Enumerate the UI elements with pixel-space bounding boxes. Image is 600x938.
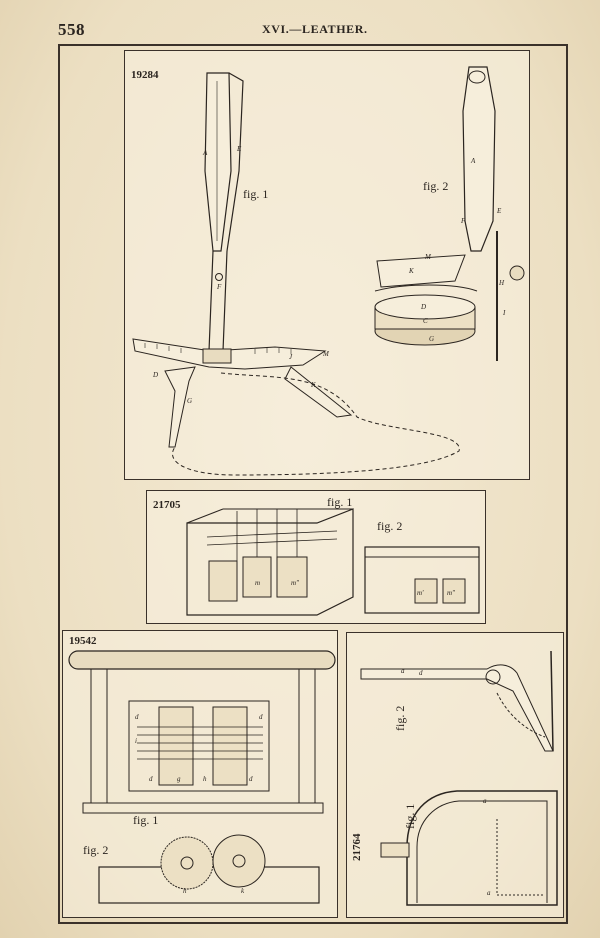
svg-text:i: i xyxy=(135,737,137,745)
svg-text:d: d xyxy=(249,775,253,783)
svg-text:D: D xyxy=(152,371,158,379)
svg-text:g: g xyxy=(177,775,181,783)
svg-text:a: a xyxy=(483,797,487,805)
illustration-machine-frame: m m" m' m" xyxy=(186,508,480,616)
svg-text:k: k xyxy=(241,887,245,895)
panel-19542: 19542 fig. 1 fig. 2 d d i d g h d h k xyxy=(62,630,338,918)
svg-text:A: A xyxy=(202,149,208,157)
svg-text:F: F xyxy=(216,283,222,291)
svg-text:I: I xyxy=(502,309,506,317)
panel-21705: 21705 fig. 1 fig. 2 m m" m' m" xyxy=(146,490,486,624)
svg-text:a: a xyxy=(401,667,405,675)
figure-label-21705-2: fig. 2 xyxy=(377,519,403,533)
svg-text:E: E xyxy=(496,207,502,215)
illustration-roller-press: d d i d g h d h k xyxy=(68,650,336,904)
svg-text:C: C xyxy=(423,317,428,325)
panel-19284: 19284 fig. 1 fig. 2 A E F D G K xyxy=(124,50,530,480)
illustration-stretching-frame: a d a a xyxy=(360,650,558,906)
svg-text:D: D xyxy=(420,303,426,311)
svg-text:m": m" xyxy=(291,579,299,587)
svg-text:G: G xyxy=(187,397,192,405)
svg-text:d: d xyxy=(419,669,423,677)
page-number: 558 xyxy=(58,20,85,39)
svg-text:E: E xyxy=(236,145,242,153)
svg-text:a: a xyxy=(487,889,491,897)
figure-label-19284-1: fig. 1 xyxy=(243,187,269,201)
figure-label-19542-1: fig. 1 xyxy=(133,813,159,827)
svg-text:d: d xyxy=(135,713,139,721)
svg-text:m': m' xyxy=(417,589,424,597)
plate-frame xyxy=(58,44,568,924)
figure-label-21705-1: fig. 1 xyxy=(327,495,353,509)
svg-text:d: d xyxy=(149,775,153,783)
svg-text:h: h xyxy=(203,775,207,783)
svg-text:M: M xyxy=(424,253,432,261)
figure-label-19542-2: fig. 2 xyxy=(83,843,109,857)
patent-number-19542: 19542 xyxy=(69,635,97,647)
svg-text:h: h xyxy=(183,887,187,895)
patent-number-19284: 19284 xyxy=(131,69,159,81)
svg-text:J: J xyxy=(289,353,293,361)
figure-label-19284-2: fig. 2 xyxy=(423,179,449,193)
svg-text:d: d xyxy=(259,713,263,721)
svg-text:m: m xyxy=(255,579,260,587)
patent-number-21705: 21705 xyxy=(153,499,181,511)
svg-text:G: G xyxy=(429,335,434,343)
illustration-stretcher-tool: A E F D G K J M A F E K M D C G H I xyxy=(132,66,525,476)
page-title: XVI.—LEATHER. xyxy=(262,22,368,36)
svg-text:M: M xyxy=(322,350,330,358)
svg-text:F: F xyxy=(460,217,466,225)
svg-text:K: K xyxy=(408,267,414,275)
svg-text:K: K xyxy=(310,381,316,389)
svg-text:A: A xyxy=(470,157,476,165)
svg-text:m": m" xyxy=(447,589,455,597)
svg-text:H: H xyxy=(498,279,505,287)
